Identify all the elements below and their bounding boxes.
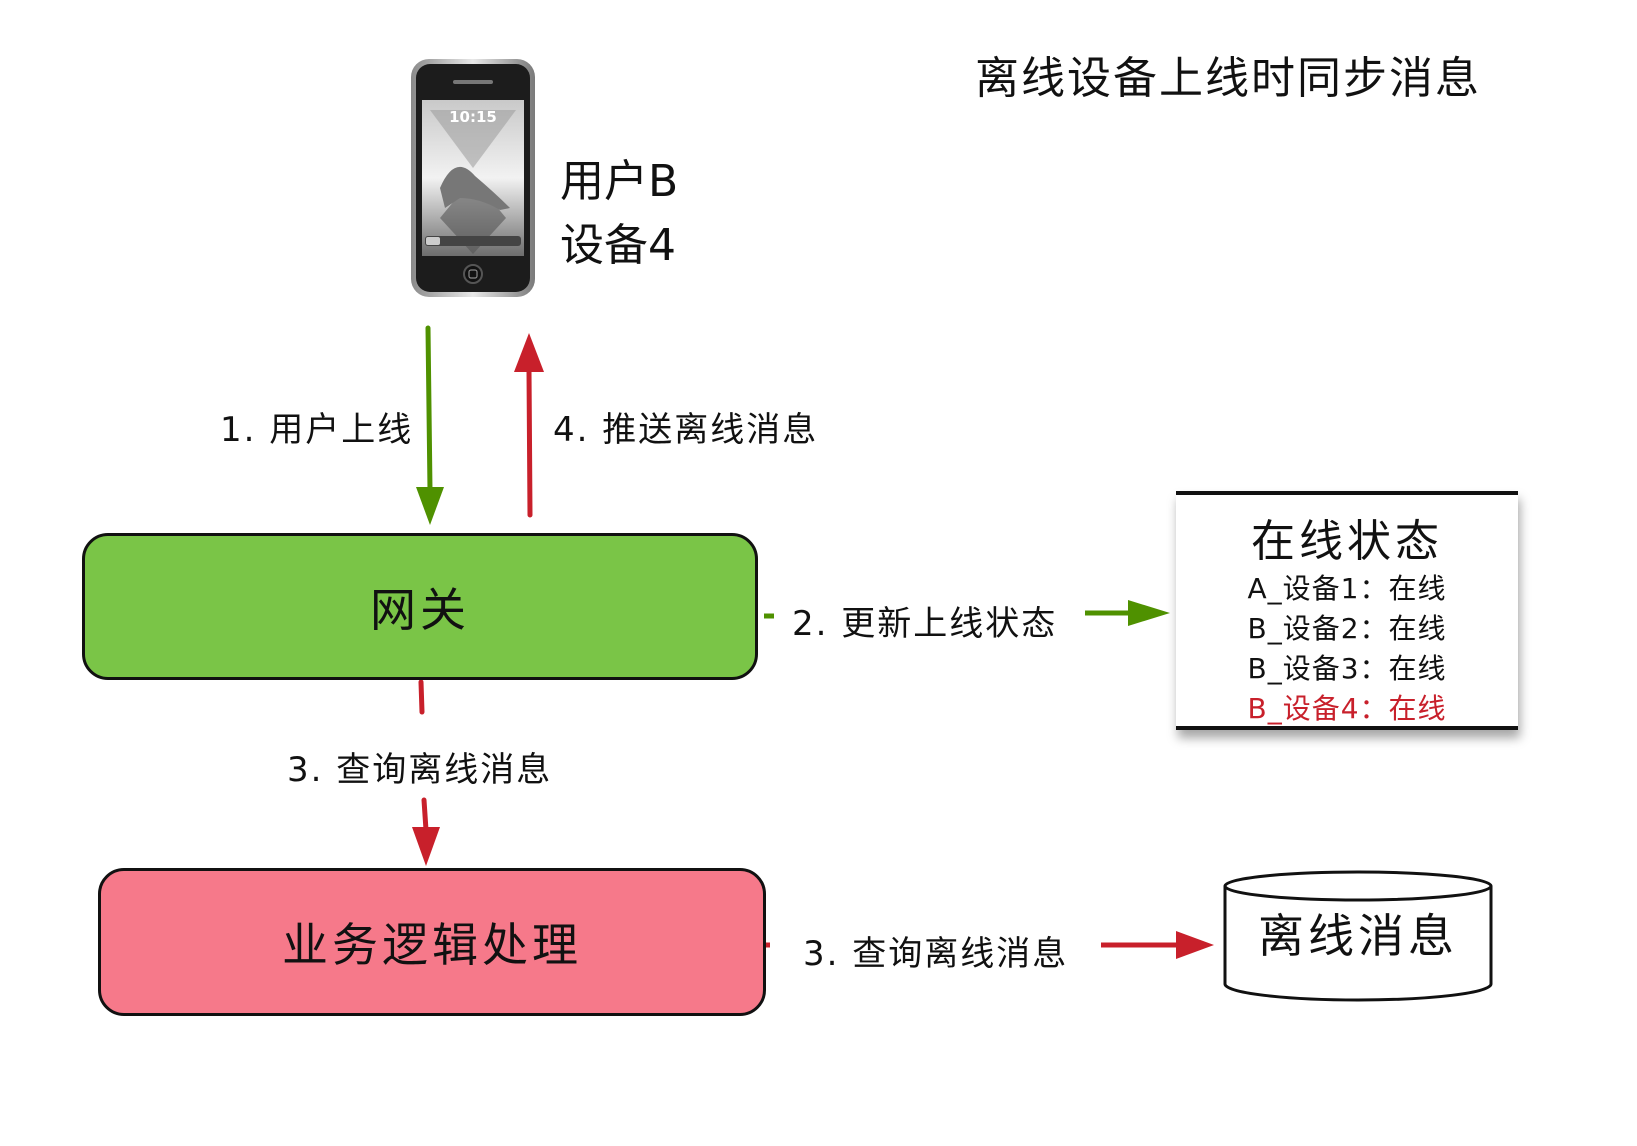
arrow-step1 xyxy=(416,325,444,525)
label-step2: 2. 更新上线状态 xyxy=(792,604,1058,644)
business-logic-node[interactable]: 业务逻辑处理 xyxy=(98,868,766,1016)
status-row: A_设备1：在线 xyxy=(1247,572,1447,605)
diagram-title: 离线设备上线时同步消息 xyxy=(975,53,1481,104)
user-name: 用户B xyxy=(560,156,679,207)
offline-db-label: 离线消息 xyxy=(1258,909,1458,963)
label-step1: 1. 用户上线 xyxy=(220,410,414,450)
phone-icon: 10:15 xyxy=(411,59,535,297)
label-step3b: 3. 查询离线消息 xyxy=(803,934,1069,974)
status-row: B_设备2：在线 xyxy=(1247,612,1447,645)
arrow-step4 xyxy=(514,333,544,518)
arrow-step3a xyxy=(412,679,440,866)
user-label: 用户B 设备4 xyxy=(560,150,678,278)
home-button xyxy=(463,264,483,284)
device-name: 设备4 xyxy=(560,220,676,271)
jaguar-image xyxy=(440,166,510,210)
business-logic-label: 业务逻辑处理 xyxy=(282,918,582,972)
status-row-highlighted: B_设备4：在线 xyxy=(1247,692,1447,725)
slide-unlock-handle xyxy=(426,237,440,245)
status-row: B_设备3：在线 xyxy=(1247,652,1447,685)
phone-time: 10:15 xyxy=(449,108,497,126)
label-step3a: 3. 查询离线消息 xyxy=(287,750,553,790)
online-status-title: 在线状态 xyxy=(1251,516,1443,567)
gateway-node[interactable]: 网关 xyxy=(82,533,758,680)
database-icon[interactable] xyxy=(1222,868,1494,1002)
label-step4: 4. 推送离线消息 xyxy=(553,410,819,450)
gateway-label: 网关 xyxy=(370,582,470,637)
phone-speaker xyxy=(453,80,493,84)
arrow-step2 xyxy=(764,600,1170,626)
online-status-node[interactable]: 在线状态 A_设备1：在线 B_设备2：在线 B_设备3：在线 B_设备4：在线 xyxy=(1176,491,1518,730)
